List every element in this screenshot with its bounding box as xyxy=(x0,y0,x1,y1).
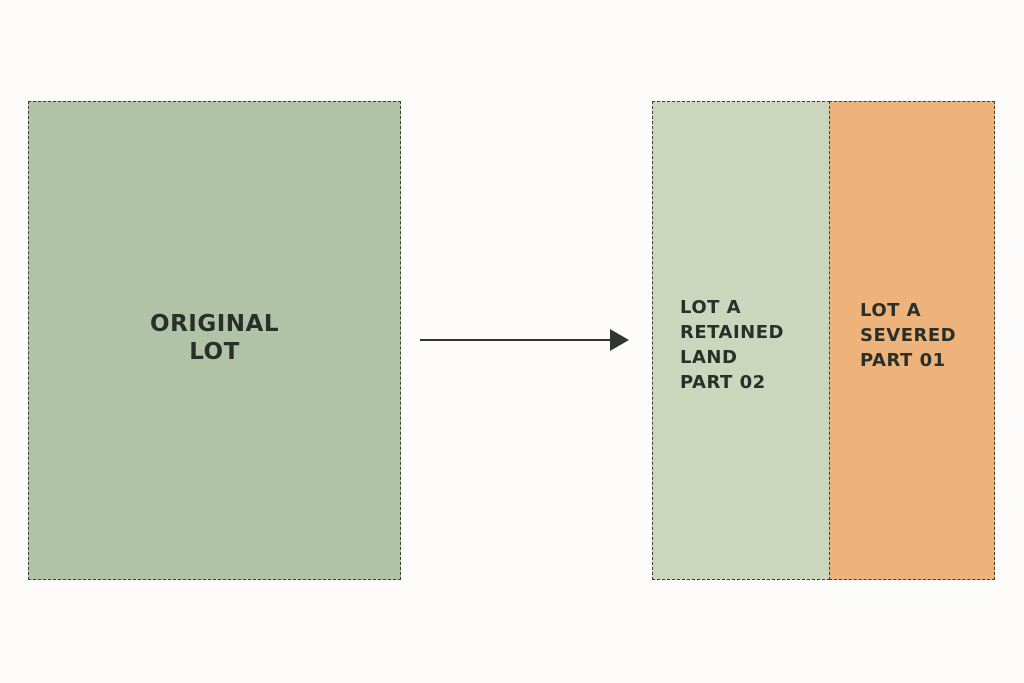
retained-lot: LOT A RETAINED LAND PART 02 xyxy=(652,101,830,580)
original-lot: ORIGINAL LOT xyxy=(28,101,401,580)
original-lot-label: ORIGINAL LOT xyxy=(29,310,400,366)
label-line: SEVERED xyxy=(860,325,957,346)
label-line: ORIGINAL xyxy=(150,311,279,337)
severed-lot-label: LOT A SEVERED PART 01 xyxy=(860,298,956,373)
severed-lot: LOT A SEVERED PART 01 xyxy=(829,101,995,580)
label-line: LOT A xyxy=(860,300,922,321)
label-line: RETAINED xyxy=(680,322,784,343)
label-line: LOT A xyxy=(680,297,742,318)
retained-lot-label: LOT A RETAINED LAND PART 02 xyxy=(680,295,784,395)
label-line: LOT xyxy=(189,339,240,365)
label-line: LAND xyxy=(680,347,738,368)
label-line: PART 01 xyxy=(860,350,946,371)
label-line: PART 02 xyxy=(680,372,766,393)
arrow-icon xyxy=(420,329,629,351)
